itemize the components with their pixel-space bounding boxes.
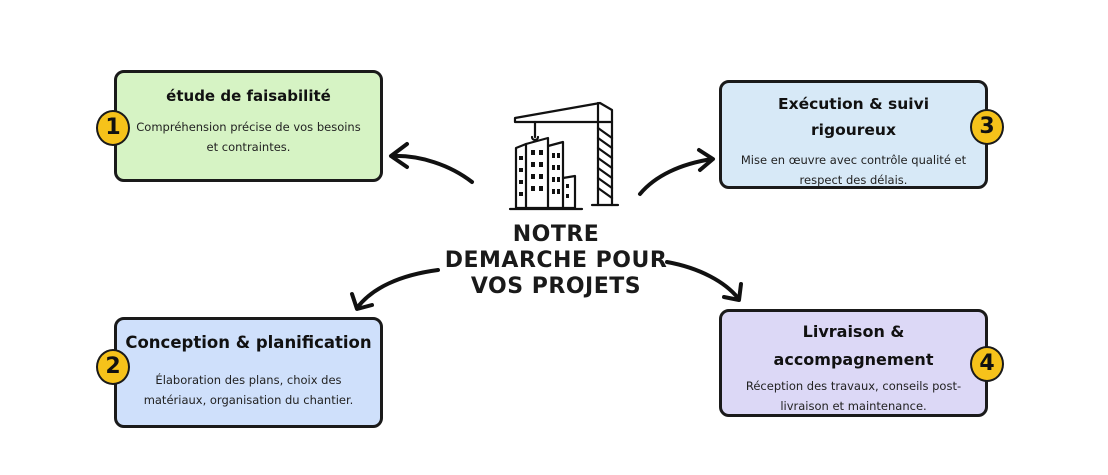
step-3-description-line-2: respect des délais. bbox=[799, 173, 908, 187]
center-title: NOTRE DEMARCHE POUR VOS PROJETS bbox=[440, 222, 672, 300]
center-title-line-1: NOTRE bbox=[512, 222, 600, 247]
step-2-description-line-2: matériaux, organisation du chantier. bbox=[143, 393, 354, 407]
step-1-title: étude de faisabilité bbox=[166, 87, 331, 105]
step-1-description-line-1: Compréhension précise de vos besoins bbox=[136, 120, 361, 134]
step-3-description-line-1: Mise en œuvre avec contrôle qualité et bbox=[740, 153, 967, 167]
step-2-description: Élaboration des plans, choix des matéria… bbox=[131, 370, 366, 410]
step-1-number-badge: 1 bbox=[96, 110, 130, 146]
step-3-title: Exécution & suivi rigoureux bbox=[734, 91, 973, 143]
step-4-number-badge: 4 bbox=[970, 346, 1004, 382]
step-4-title: Livraison & accompagnement bbox=[734, 318, 973, 374]
step-3-number-badge: 3 bbox=[970, 109, 1004, 145]
step-2-number-badge: 2 bbox=[96, 349, 130, 385]
center-title-line-2: DEMARCHE POUR bbox=[444, 248, 668, 273]
step-3-description: Mise en œuvre avec contrôle qualité et r… bbox=[732, 150, 975, 190]
step-1-description: Compréhension précise de vos besoins et … bbox=[127, 117, 370, 157]
step-card-4: Livraison & accompagnement Réception des… bbox=[719, 309, 988, 417]
step-3-title-line-1: Exécution & suivi bbox=[777, 95, 930, 113]
arrow-to-step-1 bbox=[389, 142, 474, 184]
step-2-description-line-1: Élaboration des plans, choix des bbox=[155, 373, 342, 387]
construction-crane-icon bbox=[508, 101, 620, 211]
step-4-title-line-2: accompagnement bbox=[773, 350, 934, 369]
step-3-title-line-2: rigoureux bbox=[811, 121, 896, 139]
arrow-to-step-4 bbox=[665, 260, 743, 302]
step-card-1: étude de faisabilité Compréhension préci… bbox=[114, 70, 383, 182]
step-4-description-line-2: livraison et maintenance. bbox=[780, 399, 927, 413]
center-title-line-3: VOS PROJETS bbox=[470, 274, 642, 299]
arrow-to-step-2 bbox=[350, 268, 440, 311]
step-card-2: Conception & planification Élaboration d… bbox=[114, 317, 383, 428]
step-2-title: Conception & planification bbox=[125, 333, 372, 352]
building-windows bbox=[519, 150, 569, 198]
step-4-description: Réception des travaux, conseils post- li… bbox=[732, 376, 975, 416]
step-4-description-line-1: Réception des travaux, conseils post- bbox=[745, 379, 962, 393]
step-card-3: Exécution & suivi rigoureux Mise en œuvr… bbox=[719, 80, 988, 189]
arrow-to-step-3 bbox=[638, 148, 715, 196]
step-4-title-line-1: Livraison & bbox=[802, 322, 905, 341]
step-1-description-line-2: et contraintes. bbox=[206, 140, 291, 154]
